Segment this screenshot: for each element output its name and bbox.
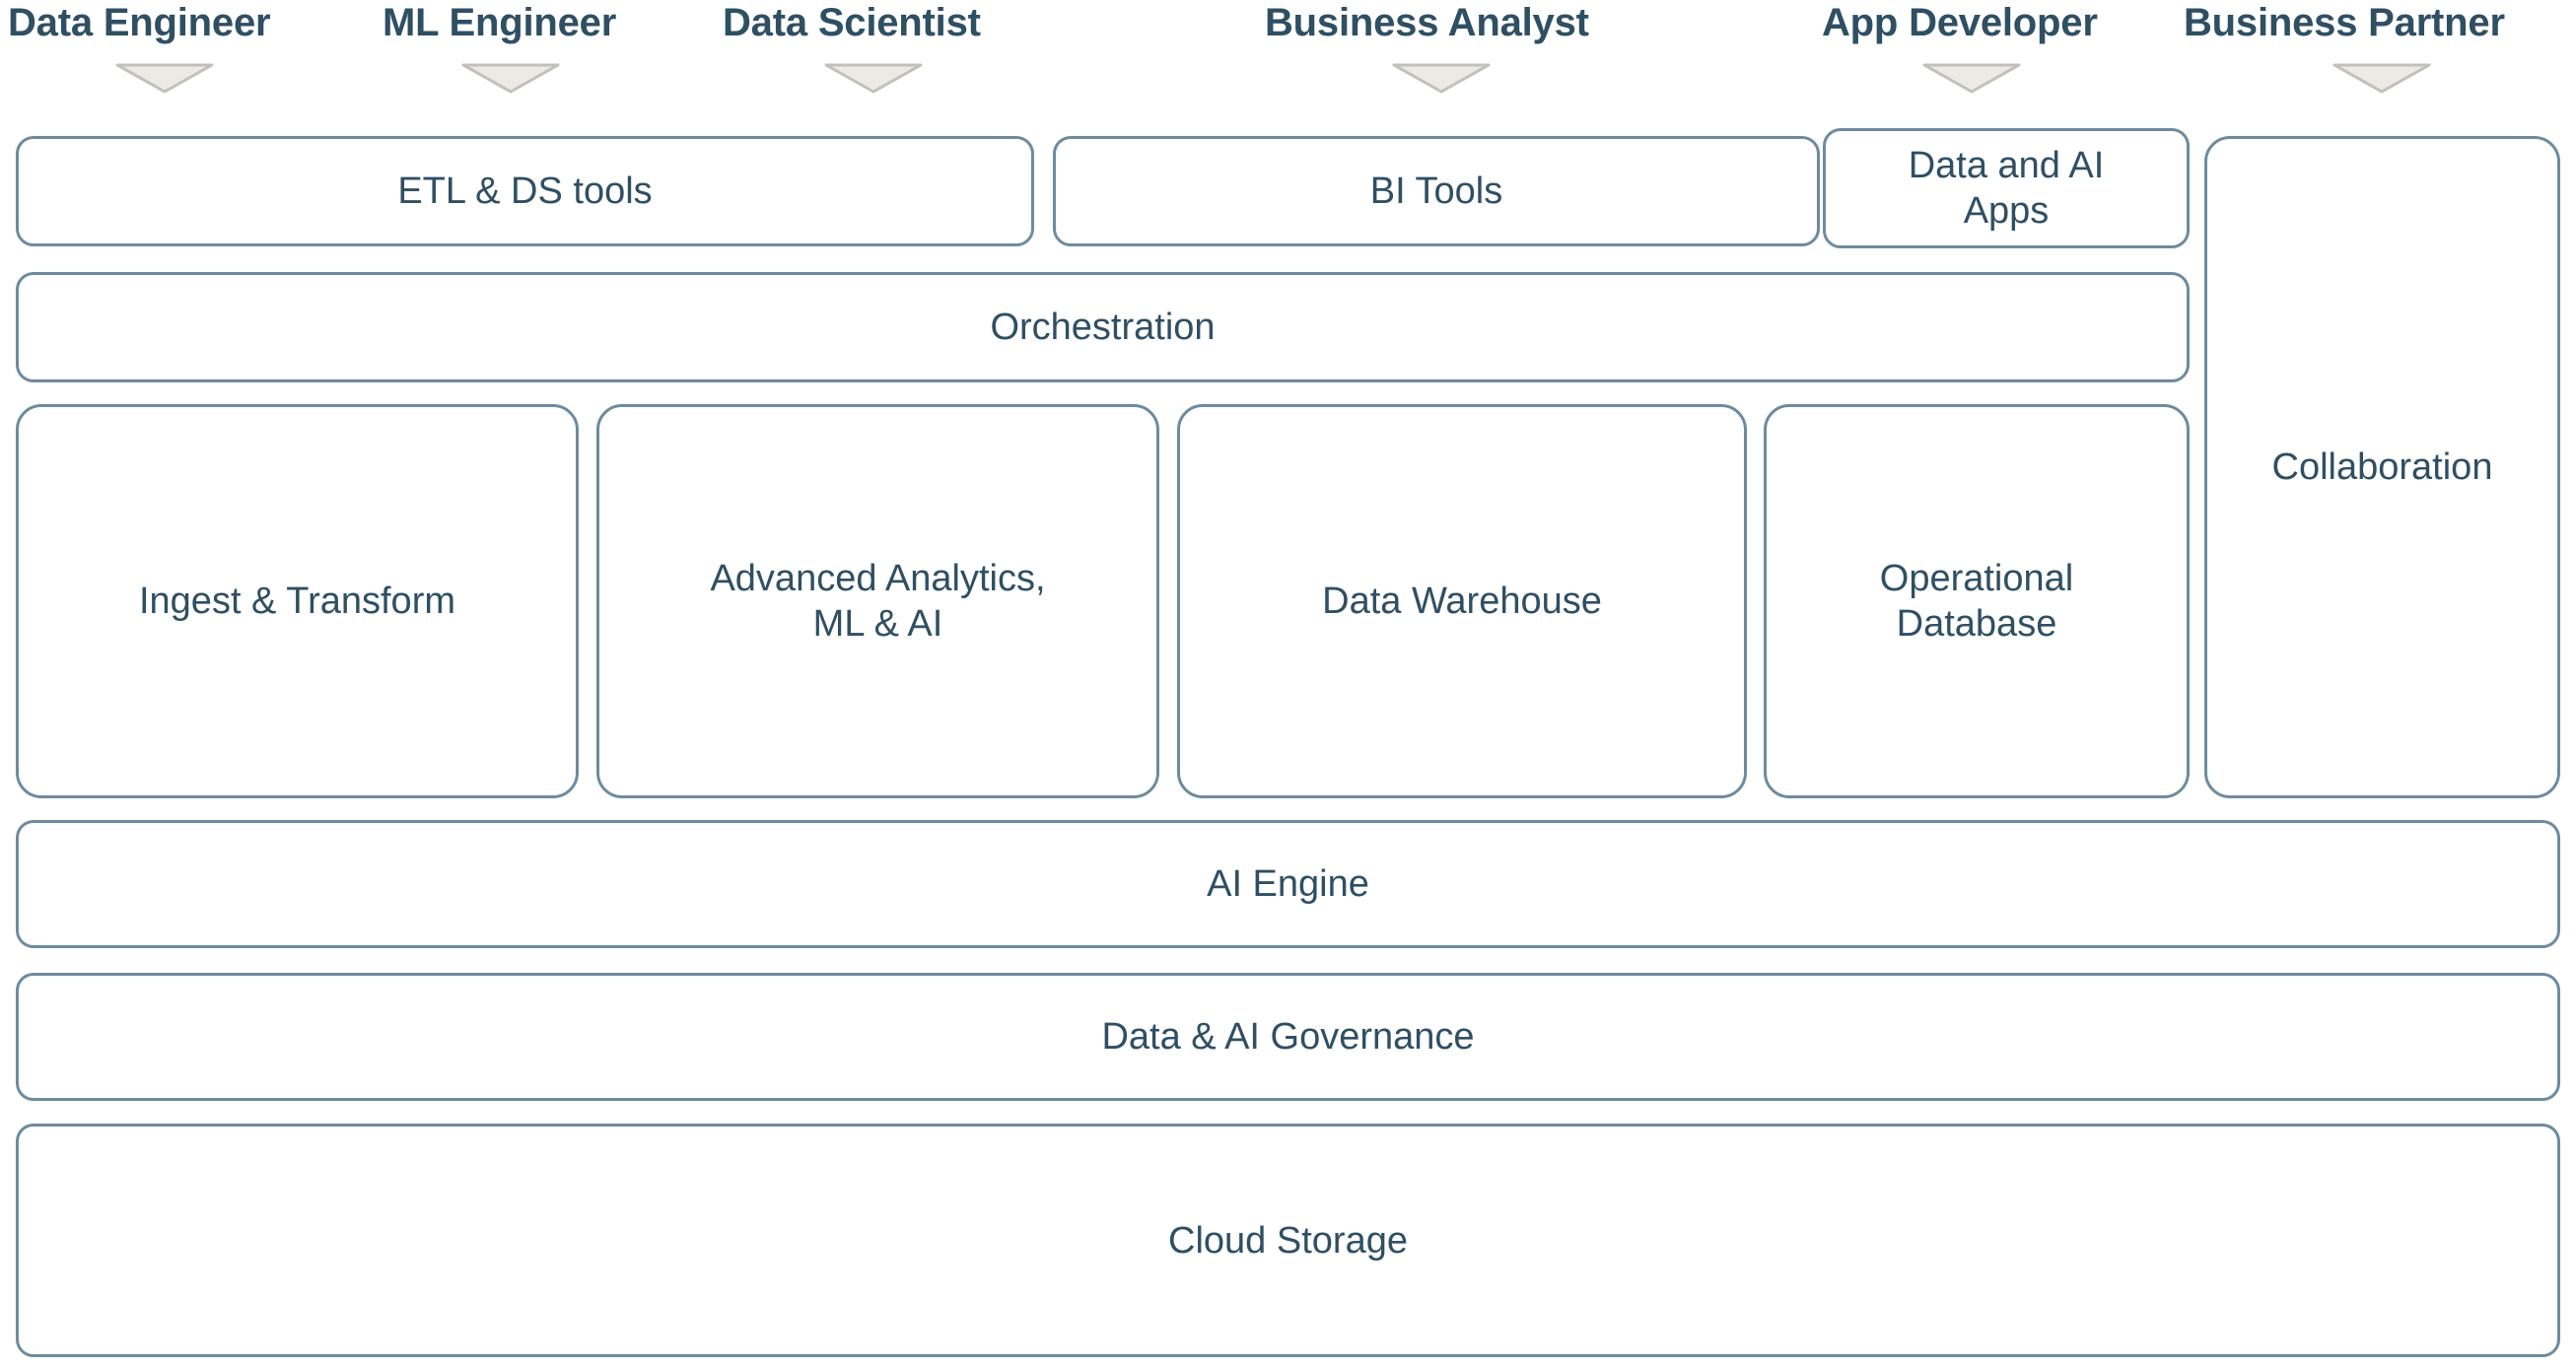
layer-box-label-collaboration: Collaboration (2271, 446, 2493, 488)
persona-label-data-engineer: Data Engineer (8, 1, 271, 44)
layer-box-operational-database[interactable]: Operational Database (1764, 404, 2190, 798)
layer-box-label-cloud-storage: Cloud Storage (1168, 1219, 1408, 1262)
layer-box-collaboration[interactable]: Collaboration (2204, 136, 2560, 798)
down-arrow-icon-business-partner (2332, 61, 2431, 95)
persona-label-business-partner: Business Partner (2184, 1, 2505, 44)
down-arrow-icon-data-engineer (115, 61, 214, 95)
layer-box-label-data-and-ai-apps: Data and AI Apps (1908, 145, 2105, 232)
down-arrow-icon-business-analyst (1392, 61, 1491, 95)
layer-box-bi-tools[interactable]: BI Tools (1053, 136, 1820, 246)
layer-box-ingest-transform[interactable]: Ingest & Transform (16, 404, 579, 798)
layer-box-data-ai-governance[interactable]: Data & AI Governance (16, 973, 2560, 1101)
layer-box-label-ingest-transform: Ingest & Transform (138, 581, 455, 622)
layer-box-label-advanced-analytics: Advanced Analytics, ML & AI (710, 558, 1046, 645)
layer-box-label-data-ai-governance: Data & AI Governance (1101, 1016, 1475, 1058)
layer-box-label-operational-database: Operational Database (1879, 558, 2074, 645)
down-arrow-icon-ml-engineer (461, 61, 560, 95)
layer-box-ai-engine[interactable]: AI Engine (16, 820, 2560, 948)
persona-label-ml-engineer: ML Engineer (383, 1, 617, 44)
down-arrow-icon-app-developer (1922, 61, 2021, 95)
layer-box-label-orchestration: Orchestration (990, 307, 1216, 348)
down-arrow-icon-data-scientist (824, 61, 923, 95)
layer-box-orchestration[interactable]: Orchestration (16, 272, 2190, 382)
layer-box-advanced-analytics[interactable]: Advanced Analytics, ML & AI (596, 404, 1159, 798)
persona-label-data-scientist: Data Scientist (723, 1, 981, 44)
layer-box-data-and-ai-apps[interactable]: Data and AI Apps (1823, 128, 2190, 248)
persona-label-business-analyst: Business Analyst (1265, 1, 1589, 44)
layer-box-label-etl-ds-tools: ETL & DS tools (397, 171, 653, 212)
persona-label-app-developer: App Developer (1822, 1, 2098, 44)
layer-box-data-warehouse[interactable]: Data Warehouse (1177, 404, 1747, 798)
layer-box-etl-ds-tools[interactable]: ETL & DS tools (16, 136, 1034, 246)
layer-box-cloud-storage[interactable]: Cloud Storage (16, 1124, 2560, 1357)
layer-box-label-ai-engine: AI Engine (1207, 863, 1369, 905)
layer-box-label-bi-tools: BI Tools (1369, 171, 1503, 212)
layer-box-label-data-warehouse: Data Warehouse (1322, 581, 1602, 622)
